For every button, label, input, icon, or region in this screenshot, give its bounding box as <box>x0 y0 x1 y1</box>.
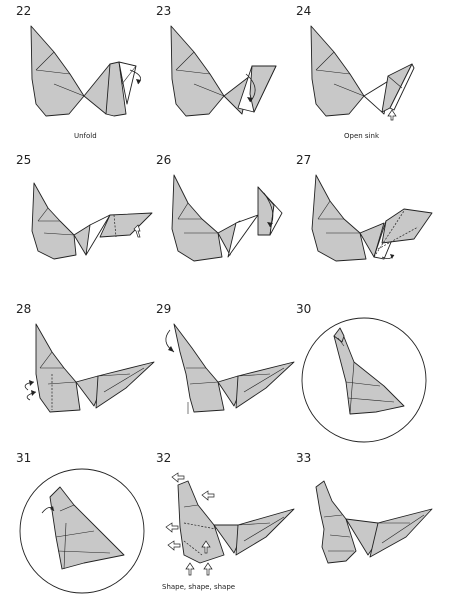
step-24-diagram <box>310 25 415 121</box>
step-number: 24 <box>296 4 312 18</box>
step-33-diagram <box>315 480 433 564</box>
step-31: 31 <box>14 451 154 596</box>
step-29: 29 <box>154 302 295 447</box>
step-number: 22 <box>16 4 32 18</box>
step-27: 27 <box>294 153 434 298</box>
step-number: 32 <box>156 451 172 465</box>
step-24: 24 Open sink <box>294 4 434 149</box>
step-caption: Shape, shape, shape <box>162 583 236 591</box>
step-27-diagram <box>311 174 433 262</box>
step-30-diagram <box>301 317 427 443</box>
step-33: 33 <box>294 451 434 596</box>
step-26: 26 <box>154 153 294 298</box>
step-25: 25 <box>14 153 154 298</box>
step-caption: Unfold <box>74 132 97 140</box>
step-26-diagram <box>171 174 283 262</box>
step-number: 23 <box>156 4 172 18</box>
step-number: 33 <box>296 451 312 465</box>
step-number: 27 <box>296 153 312 167</box>
step-number: 29 <box>156 302 172 316</box>
step-number: 26 <box>156 153 172 167</box>
step-22: 22 Unfold <box>14 4 154 149</box>
step-30: 30 <box>294 302 434 447</box>
step-25-diagram <box>31 182 153 260</box>
step-31-diagram <box>19 468 145 594</box>
step-32: 32 Shape, shape, shape <box>154 451 295 596</box>
step-28-diagram <box>24 323 155 413</box>
step-22-diagram <box>30 25 142 117</box>
step-number: 25 <box>16 153 32 167</box>
step-number: 31 <box>16 451 32 465</box>
step-29-diagram <box>165 323 295 414</box>
step-23: 23 <box>154 4 294 149</box>
step-caption: Open sink <box>344 132 380 140</box>
step-32-diagram <box>165 472 295 576</box>
step-28: 28 <box>14 302 155 447</box>
step-23-diagram <box>170 25 277 117</box>
step-number: 30 <box>296 302 312 316</box>
step-number: 28 <box>16 302 32 316</box>
